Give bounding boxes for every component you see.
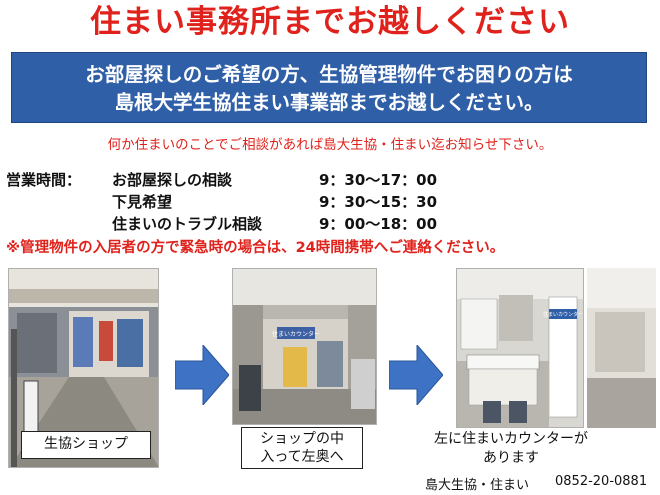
footer-org-name: 島大生協・住まい — [425, 478, 530, 493]
banner-line-1a: お部屋探しのご希望の方、 — [85, 63, 320, 86]
sign-text: 住まいカウンター — [543, 311, 583, 318]
housing-counter-illustration: 住まいカウンター — [457, 269, 583, 427]
counter-side-photo — [587, 268, 656, 428]
arrow-right-icon — [175, 345, 229, 405]
footer-phone: 0852-20-0881 — [555, 474, 648, 489]
step-1-caption: 生協ショップ — [21, 431, 151, 459]
banner-line-2: 島根大学生協住まい事業部までお越しください。 — [114, 91, 544, 114]
step-2-caption: ショップの中 入って左奥へ — [241, 427, 363, 469]
hours-row-time: 9：00～18：00 — [319, 215, 438, 233]
hours-row-time: 9：30～15：30 — [319, 193, 438, 211]
hours-row-name: お部屋探しの相談 — [112, 171, 233, 189]
shop-interior-illustration: 住まいカウンター — [233, 269, 376, 424]
emergency-notice: ※管理物件の入居者の方で緊急時の場合は、24時間携帯へご連絡ください。 — [6, 240, 505, 256]
step-3-caption-line-1: 左に住まいカウンターが — [434, 431, 588, 447]
step-2-caption-line-1: ショップの中 — [260, 431, 344, 447]
step-3-caption-line-2: あります — [483, 450, 539, 466]
hours-label: 営業時間： — [6, 171, 82, 189]
hours-row-name: 住まいのトラブル相談 — [112, 215, 263, 233]
info-banner: お部屋探しのご希望の方、生協管理物件でお困りの方は 島根大学生協住まい事業部まで… — [11, 52, 647, 123]
hours-row-time: 9：30～17：00 — [319, 171, 438, 189]
banner-line-1: お部屋探しのご希望の方、生協管理物件でお困りの方は — [12, 62, 646, 88]
consultation-notice: 何か住まいのことでご相談があれば島大生協・住まい迄お知らせ下さい。 — [107, 137, 553, 153]
counter-side-illustration — [587, 268, 656, 428]
housing-counter-photo: 住まいカウンター — [456, 268, 584, 428]
hours-row-name: 下見希望 — [112, 193, 173, 211]
banner-line-1b: 生協管理物件でお困りの方は — [319, 63, 573, 86]
sign-text: 住まいカウンター — [272, 330, 320, 338]
step-2-caption-line-2: 入って左奥へ — [260, 449, 344, 465]
shop-interior-photo: 住まいカウンター — [232, 268, 377, 425]
page-title: 住まい事務所までお越しください — [90, 4, 570, 40]
arrow-right-icon — [389, 345, 443, 405]
step-3-caption: 左に住まいカウンターが あります — [416, 430, 606, 468]
